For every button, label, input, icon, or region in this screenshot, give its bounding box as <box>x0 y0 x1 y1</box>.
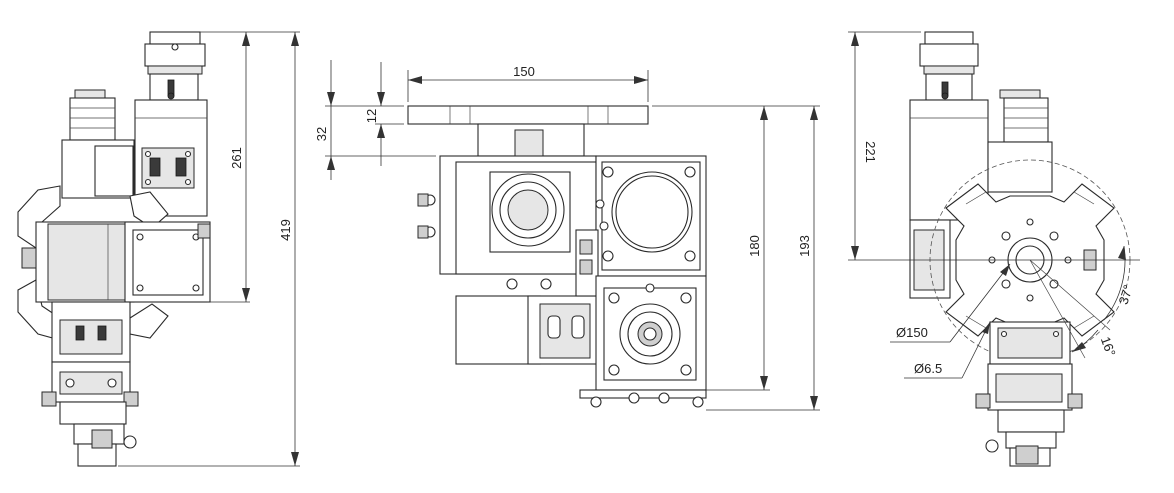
left-top-cylinder <box>144 31 206 101</box>
right-lower-block <box>975 321 1083 433</box>
dimension-12: 12 <box>364 62 385 166</box>
left-view: 419 261 <box>17 31 300 467</box>
dim-d6-5-label: Ø6.5 <box>914 361 942 376</box>
dimension-32: 32 <box>314 60 335 180</box>
dimension-diameters: Ø150 Ø6.5 <box>890 263 1011 379</box>
middle-right-block <box>595 155 707 277</box>
dimension-180: 180 <box>747 106 768 390</box>
dimension-150: 150 <box>408 64 648 84</box>
middle-motor <box>455 229 599 365</box>
middle-top-plate <box>407 105 649 125</box>
dimension-angles: 37° 16° <box>1029 245 1136 359</box>
left-nozzle <box>73 423 137 467</box>
dim-150-label: 150 <box>513 64 535 79</box>
dim-180-label: 180 <box>747 235 762 257</box>
middle-view: 150 12 32 180 193 <box>314 60 820 411</box>
dim-12-label: 12 <box>364 109 379 123</box>
dim-37deg-label: 37° <box>1116 283 1136 306</box>
middle-left-block <box>417 155 597 275</box>
left-lower-block <box>41 301 139 425</box>
dim-419-label: 419 <box>278 219 293 241</box>
left-main-body <box>21 221 211 303</box>
dim-16deg-label: 16° <box>1098 335 1119 359</box>
middle-bottom-screws <box>579 389 707 408</box>
dimension-419: 419 <box>278 32 299 466</box>
right-top-cylinder <box>919 31 979 101</box>
dimension-193: 193 <box>797 106 818 410</box>
left-side-cylinder <box>61 89 135 199</box>
right-nozzle <box>985 431 1057 467</box>
middle-lower-block <box>595 275 707 391</box>
dim-32-label: 32 <box>314 127 329 141</box>
dim-261-label: 261 <box>229 147 244 169</box>
dim-d150-label: Ø150 <box>896 325 928 340</box>
dim-221-label: 221 <box>863 141 878 163</box>
dimension-261: 261 <box>229 32 250 302</box>
dimension-221: 221 <box>848 31 1140 261</box>
dim-193-label: 193 <box>797 235 812 257</box>
right-view: 221 37° 16° Ø150 Ø6.5 <box>848 31 1140 467</box>
